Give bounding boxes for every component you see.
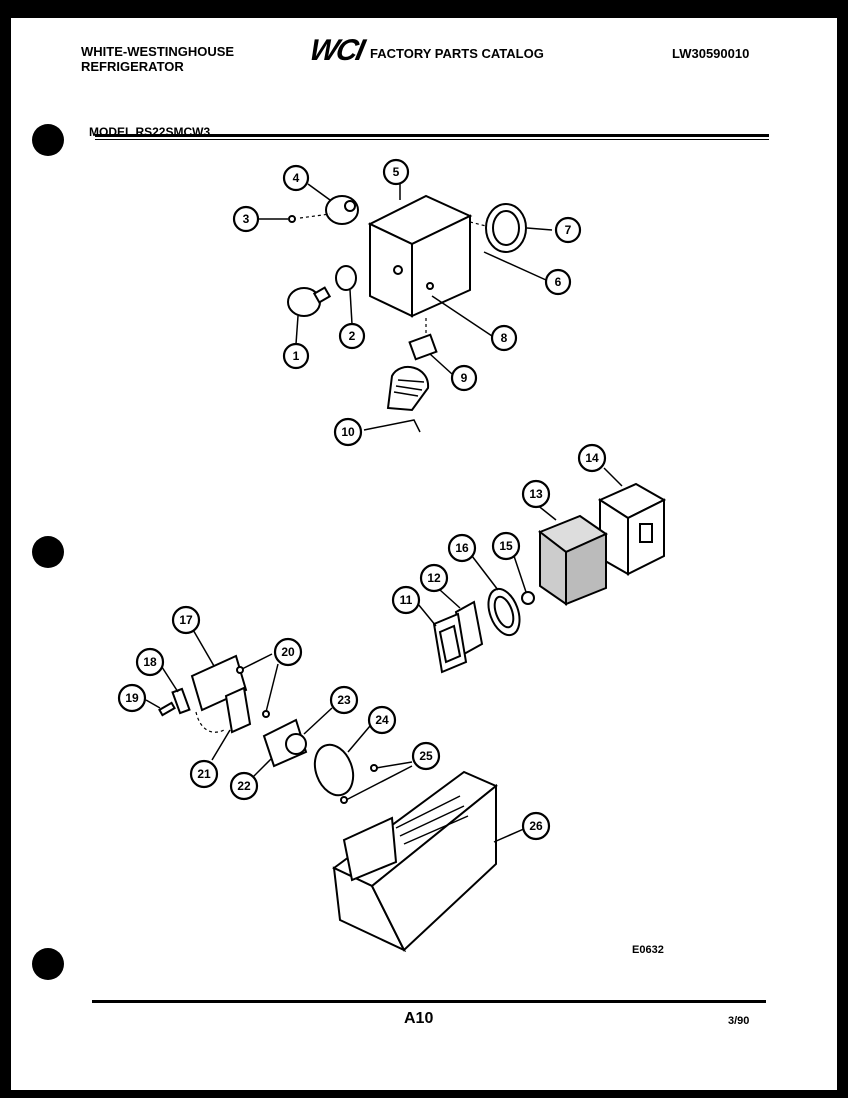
part-25-screws: [340, 761, 413, 804]
svg-text:20: 20: [281, 645, 295, 659]
svg-text:17: 17: [179, 613, 193, 627]
brand-block: WHITE-WESTINGHOUSE REFRIGERATOR: [81, 44, 234, 74]
part-24-ring: [313, 725, 371, 797]
brand-line-2: REFRIGERATOR: [81, 59, 184, 74]
svg-text:22: 22: [237, 779, 251, 793]
callout-24: 24: [367, 705, 397, 735]
callout-26: 26: [521, 811, 551, 841]
svg-text:24: 24: [375, 713, 389, 727]
callout-19: 19: [117, 683, 147, 713]
part-23-solenoid: [285, 707, 333, 755]
callout-18: 18: [135, 647, 165, 677]
footer-rule: [92, 1000, 766, 1003]
svg-text:23: 23: [337, 693, 351, 707]
callout-2: 2: [338, 322, 366, 350]
brand-line-1: WHITE-WESTINGHOUSE: [81, 44, 235, 59]
svg-text:13: 13: [529, 487, 543, 501]
callout-14: 14: [577, 443, 607, 473]
callout-12: 12: [419, 563, 449, 593]
svg-text:18: 18: [143, 655, 157, 669]
svg-text:12: 12: [427, 571, 441, 585]
leader-8: [431, 295, 493, 337]
callout-5: 5: [382, 158, 410, 186]
callout-6: 6: [544, 268, 572, 296]
binder-hole: [32, 124, 64, 156]
callout-9: 9: [450, 364, 478, 392]
catalog-title: FACTORY PARTS CATALOG: [370, 46, 544, 61]
svg-text:26: 26: [529, 819, 543, 833]
part-10-wire-harness: [363, 366, 430, 433]
callout-4: 4: [282, 164, 310, 192]
callout-15: 15: [491, 531, 521, 561]
part-4-socket: [299, 183, 359, 225]
revision-date: 3/90: [728, 1015, 750, 1027]
header-rule-thin: [95, 139, 769, 140]
header-rule: [95, 134, 769, 137]
wire-lead: [195, 711, 225, 733]
model-label: MODEL RS22SMCW3: [89, 125, 211, 139]
svg-text:21: 21: [197, 767, 211, 781]
part-13-motor-block: [535, 503, 609, 606]
svg-text:1: 1: [293, 349, 300, 363]
svg-text:25: 25: [419, 749, 433, 763]
svg-text:6: 6: [555, 275, 562, 289]
part-17-bracket: [190, 627, 248, 712]
figure-code: E0632: [632, 944, 664, 956]
part-2-lamp-socket: [335, 265, 357, 325]
callout-7: 7: [554, 216, 582, 244]
svg-text:16: 16: [455, 541, 469, 555]
svg-text:3: 3: [243, 212, 250, 226]
page-number: A10: [404, 1010, 434, 1027]
svg-text:14: 14: [585, 451, 599, 465]
binder-hole: [32, 536, 64, 568]
callout-13: 13: [521, 479, 551, 509]
callout-1: 1: [282, 342, 310, 370]
part-18-spring: [159, 663, 191, 715]
callout-8: 8: [490, 324, 518, 352]
part-9-switch: [408, 318, 453, 375]
callout-25: 25: [411, 741, 441, 771]
callout-17: 17: [171, 605, 201, 635]
svg-text:19: 19: [125, 691, 139, 705]
svg-text:7: 7: [565, 223, 572, 237]
callout-23: 23: [329, 685, 359, 715]
svg-text:8: 8: [501, 331, 508, 345]
svg-text:11: 11: [400, 593, 413, 607]
callout-21: 21: [189, 759, 219, 789]
svg-text:2: 2: [349, 329, 356, 343]
part-7-lens: [469, 203, 553, 281]
callout-22: 22: [229, 771, 259, 801]
part-20-screws: [236, 653, 279, 718]
svg-text:9: 9: [461, 371, 468, 385]
callout-16: 16: [447, 533, 477, 563]
part-21-switch: [211, 686, 252, 761]
part-3-screw: [288, 215, 296, 223]
part-19-screw: [145, 699, 176, 717]
callout-20: 20: [273, 637, 303, 667]
part-26-dispenser-housing: [332, 770, 527, 953]
binder-hole: [32, 948, 64, 980]
part-11-mounting-frame: [417, 603, 468, 674]
part-1-light-bulb: [287, 286, 332, 345]
svg-text:10: 10: [341, 425, 355, 439]
part-14-cover: [597, 467, 667, 576]
callout-11: 11: [391, 585, 421, 615]
svg-text:5: 5: [393, 165, 400, 179]
light-housing-box: [367, 194, 473, 318]
callout-3: 3: [232, 205, 260, 233]
svg-text:4: 4: [293, 171, 300, 185]
svg-text:15: 15: [499, 539, 513, 553]
document-number: LW30590010: [672, 46, 750, 61]
callout-10: 10: [333, 417, 363, 447]
part-15-gear: [513, 555, 535, 605]
part-16-gasket: [471, 555, 521, 637]
